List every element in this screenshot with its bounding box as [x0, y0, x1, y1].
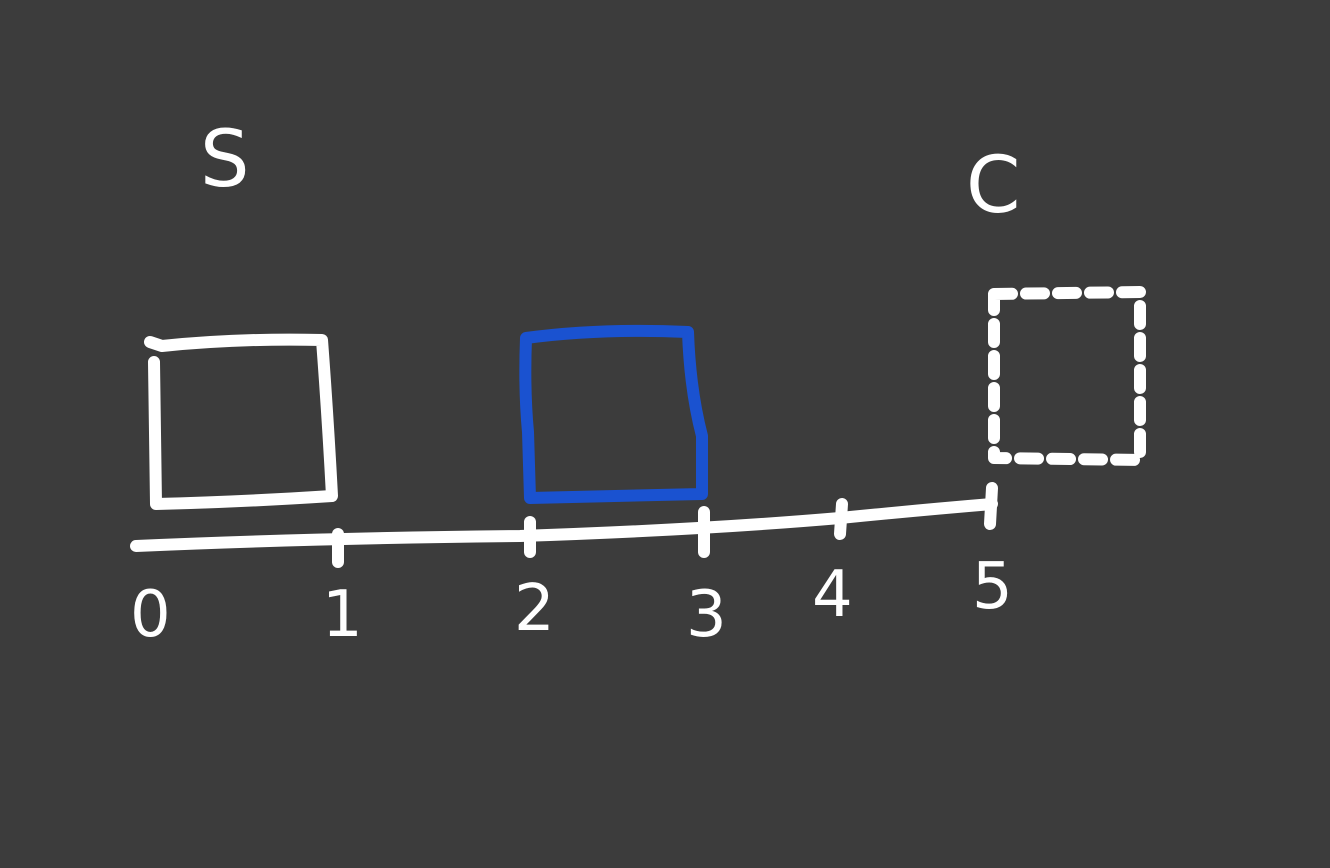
number-line-axis — [130, 498, 998, 552]
box-at-0 — [144, 333, 338, 510]
tick-label-3: 3 — [686, 578, 727, 652]
tick-label-4: 4 — [812, 558, 853, 632]
box-at-5 — [988, 286, 1146, 466]
box-at-2 — [519, 324, 708, 504]
tick-label-0: 0 — [130, 578, 171, 652]
label-c: C — [966, 141, 1020, 231]
tick-label-2: 2 — [514, 572, 555, 646]
tick-label-5: 5 — [972, 550, 1013, 624]
tick-mark-5 — [984, 482, 998, 530]
label-s: S — [200, 115, 250, 205]
tick-mark-4 — [834, 498, 848, 540]
tick-label-1: 1 — [322, 578, 363, 652]
